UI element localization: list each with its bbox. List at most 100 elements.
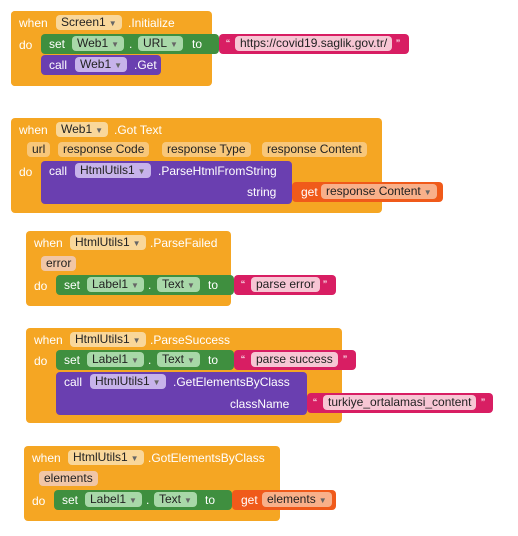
method-name-label: .ParseHtmlFromString [158,164,277,178]
dot-separator: . [129,37,133,51]
component-dropdown-web1[interactable]: Web1▼ [56,122,109,137]
component-name: HtmlUtils1 [75,235,130,249]
event-name-label: .ParseSuccess [150,333,231,347]
chevron-down-icon: ▼ [187,281,195,290]
quote-close-icon: ” [481,396,485,410]
text-value-classname[interactable]: turkiye_ortalamasi_content [323,395,477,410]
component-name: HtmlUtils1 [80,163,135,177]
get-label: get [301,185,318,199]
component-dropdown-label1[interactable]: Label1▼ [87,352,144,367]
quote-open-icon: “ [241,353,245,367]
dot-separator: . [148,278,152,292]
set-label: set [64,353,81,367]
param-url[interactable]: url [27,142,51,157]
quote-open-icon: “ [226,37,230,51]
quote-close-icon: ” [396,37,400,51]
variable-dropdown-response-content[interactable]: response Content▼ [321,184,437,199]
event-name-label: .ParseFailed [150,236,218,250]
component-name: Label1 [92,352,129,366]
variable-name: elements [267,492,316,506]
param-response-code[interactable]: response Code [58,142,150,157]
to-label: to [208,278,219,292]
chevron-down-icon: ▼ [95,126,104,135]
component-name: HtmlUtils1 [73,450,128,464]
component-dropdown-web1[interactable]: Web1▼ [75,57,128,72]
component-dropdown-label1[interactable]: Label1▼ [87,277,144,292]
chevron-down-icon: ▼ [132,239,141,248]
chevron-down-icon: ▼ [130,454,139,463]
property-dropdown-url[interactable]: URL▼ [138,36,183,51]
chevron-down-icon: ▼ [184,496,192,505]
component-name: Web1 [77,36,109,50]
event-name-label: .GotElementsByClass [148,451,265,465]
screen1-initialize-event-tail [11,11,35,86]
component-dropdown-htmlutils1[interactable]: HtmlUtils1▼ [70,332,146,347]
chevron-down-icon: ▼ [423,188,432,197]
component-name: Label1 [90,492,127,506]
component-name: Web1 [61,122,93,136]
quote-close-icon: ” [323,278,327,292]
property-dropdown-text[interactable]: Text▼ [157,352,200,367]
component-name: Label1 [92,277,129,291]
call-label: call [49,58,68,72]
property-name: URL [143,36,168,50]
property-name: Text [159,492,182,506]
to-label: to [205,493,216,507]
text-value-parse-error[interactable]: parse error [251,277,320,292]
component-dropdown-htmlutils1[interactable]: HtmlUtils1▼ [75,163,151,178]
property-name: Text [162,352,185,366]
chevron-down-icon: ▼ [132,336,141,345]
chevron-down-icon: ▼ [108,19,117,28]
event-name-label: .Initialize [128,16,175,30]
component-dropdown-screen1[interactable]: Screen1▼ [56,15,122,30]
quote-close-icon: ” [343,353,347,367]
set-label: set [49,37,66,51]
event-name-label: .Got Text [114,123,162,137]
method-name-label: .Get [134,58,157,72]
component-dropdown-label1[interactable]: Label1▼ [85,492,142,507]
chevron-down-icon: ▼ [114,61,123,70]
dot-separator: . [146,493,150,507]
call-label: call [49,164,68,178]
property-dropdown-text[interactable]: Text▼ [157,277,200,292]
argument-label-string: string [247,185,277,199]
chevron-down-icon: ▼ [318,496,327,505]
dot-separator: . [148,353,152,367]
param-response-type[interactable]: response Type [162,142,251,157]
event-do-label: do [32,494,46,508]
chevron-down-icon: ▼ [131,356,139,365]
set-label: set [62,493,79,507]
to-label: to [208,353,219,367]
url-text-value[interactable]: https://covid19.saglik.gov.tr/ [235,36,393,51]
component-dropdown-htmlutils1[interactable]: HtmlUtils1▼ [68,450,144,465]
chevron-down-icon: ▼ [187,356,195,365]
event-when-label: when [34,236,63,250]
chevron-down-icon: ▼ [137,167,146,176]
argument-label-classname: className [230,397,290,411]
chevron-down-icon: ▼ [170,40,178,49]
component-name: Screen1 [61,15,106,29]
param-response-content[interactable]: response Content [262,142,367,157]
chevron-down-icon: ▼ [152,378,161,387]
text-value-parse-success[interactable]: parse success [251,352,338,367]
to-label: to [192,37,203,51]
event-do-label: do [19,165,33,179]
get-label: get [241,493,258,507]
quote-open-icon: “ [241,278,245,292]
variable-dropdown-elements[interactable]: elements▼ [262,492,332,507]
component-name: HtmlUtils1 [75,332,130,346]
chevron-down-icon: ▼ [129,496,137,505]
event-when-label: when [34,333,63,347]
method-name-label: .GetElementsByClass [173,375,290,389]
component-dropdown-web1[interactable]: Web1▼ [72,36,125,51]
param-elements[interactable]: elements [39,471,98,486]
property-dropdown-text[interactable]: Text▼ [154,492,197,507]
component-name: Web1 [80,57,112,71]
chevron-down-icon: ▼ [111,40,120,49]
component-dropdown-htmlutils1[interactable]: HtmlUtils1▼ [70,235,146,250]
event-do-label: do [19,38,33,52]
component-dropdown-htmlutils1[interactable]: HtmlUtils1▼ [90,374,166,389]
variable-name: response Content [326,184,421,198]
call-label: call [64,375,83,389]
param-error[interactable]: error [41,256,77,271]
